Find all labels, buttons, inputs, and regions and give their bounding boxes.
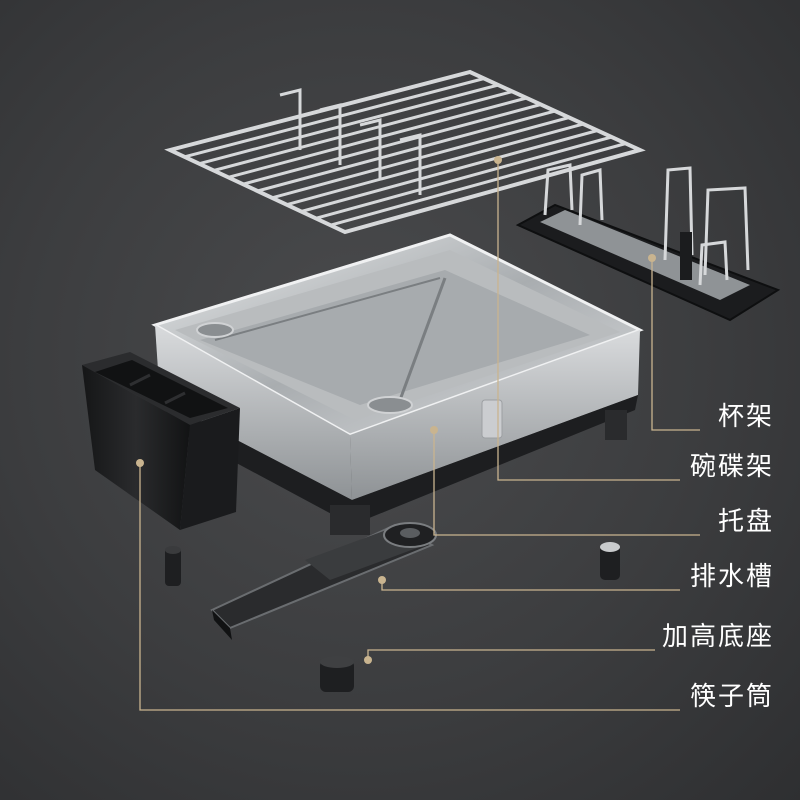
dish-rack-wire <box>164 69 646 235</box>
label-dish-rack: 碗碟架 <box>689 452 774 482</box>
rack-wire <box>242 103 542 186</box>
rack-wire <box>213 90 513 172</box>
raised-base-feet <box>165 542 620 692</box>
chopstick-holder <box>82 352 240 530</box>
label-tray: 托盘 <box>717 507 774 537</box>
leader-dots <box>136 156 656 664</box>
label-raised-base: 加高底座 <box>661 622 774 652</box>
rack-wire <box>330 142 627 227</box>
rack-wire <box>198 83 499 166</box>
drain-trough <box>210 522 437 640</box>
label-cup-rack: 杯架 <box>717 402 774 432</box>
rack-wire <box>300 129 598 213</box>
rack-wire <box>315 135 613 220</box>
label-chopstick-holder: 筷子筒 <box>689 682 774 712</box>
rack-wire <box>227 96 528 179</box>
label-drain-trough: 排水槽 <box>689 562 774 592</box>
cup-rack <box>515 163 781 322</box>
rack-wire <box>184 77 485 159</box>
rack-wire <box>257 109 556 193</box>
rack-wire <box>286 122 584 207</box>
